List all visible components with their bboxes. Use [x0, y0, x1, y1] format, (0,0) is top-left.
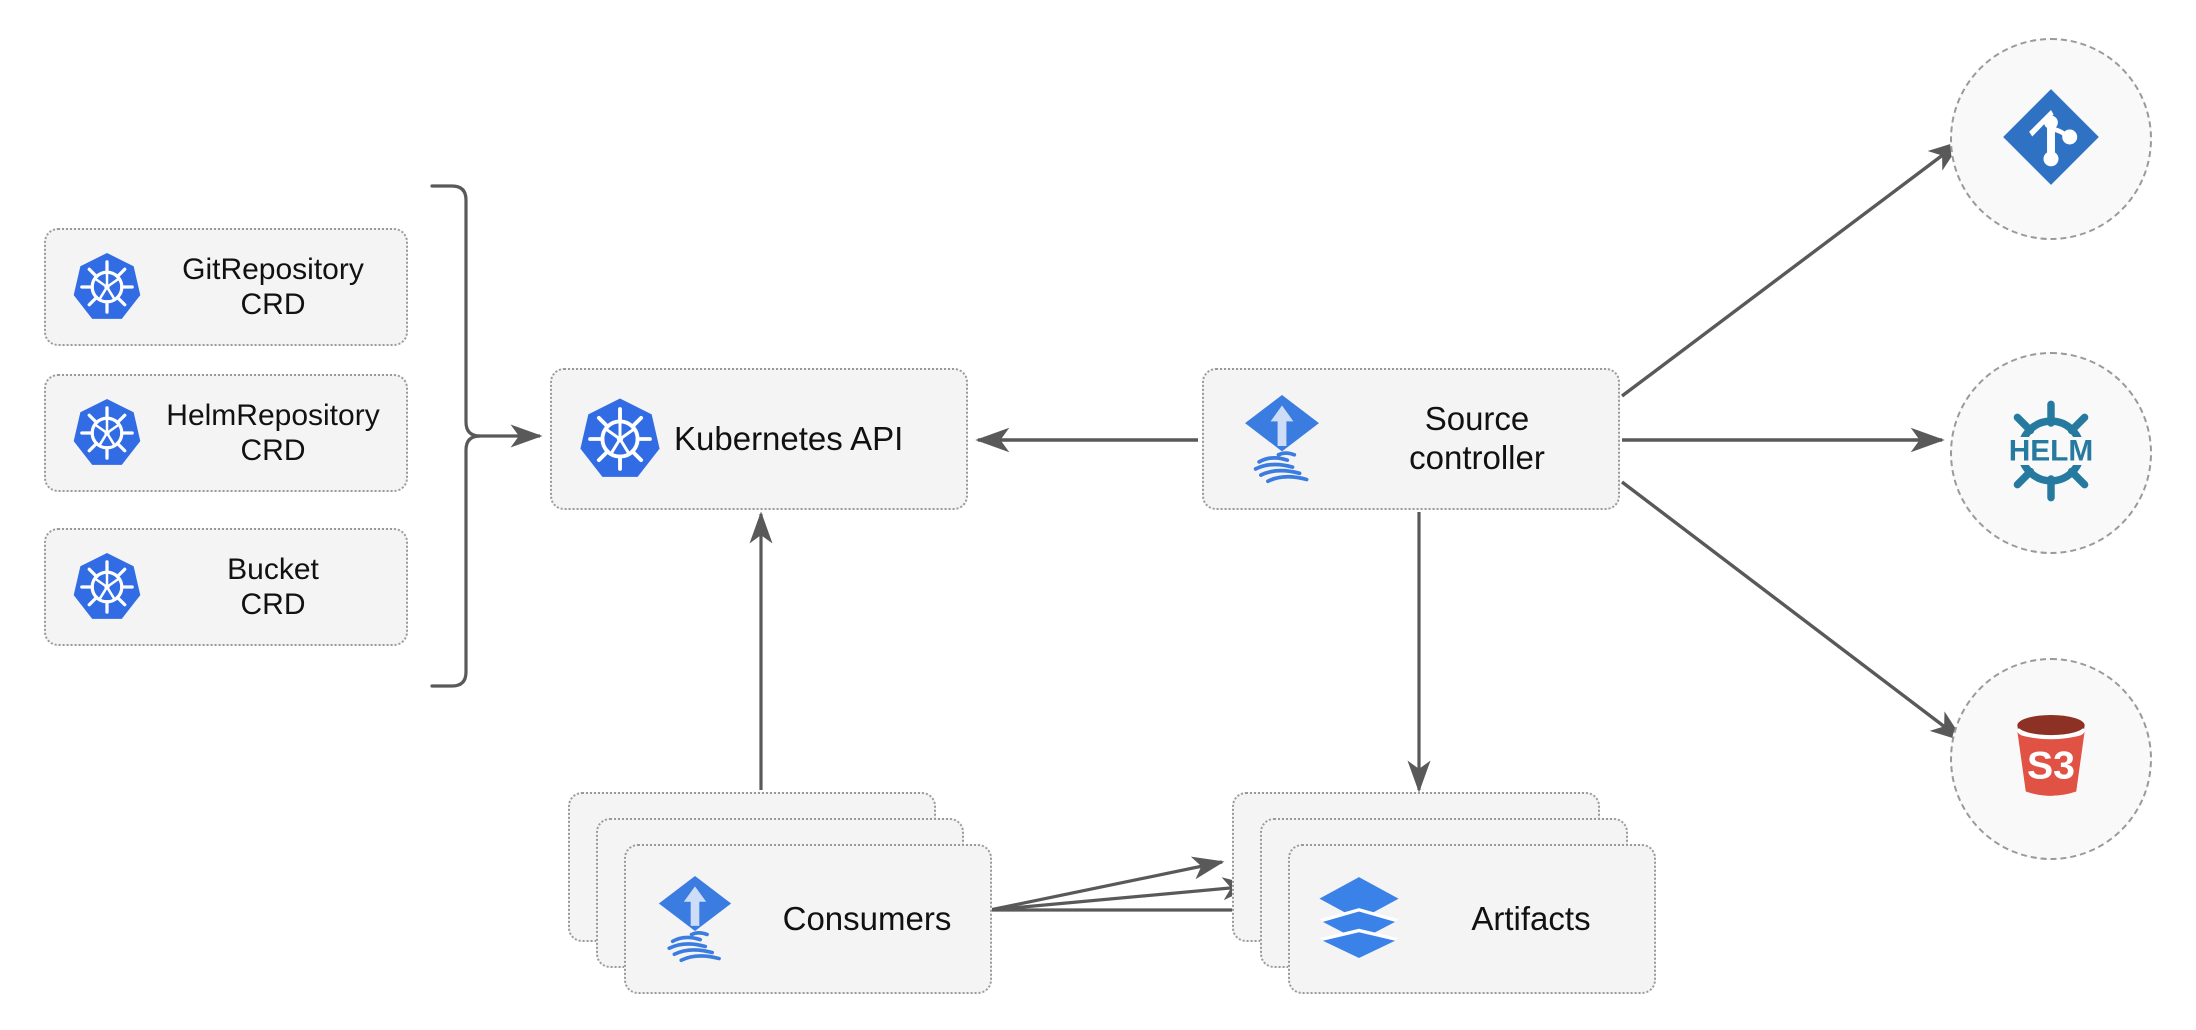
- helm-icon: HELM: [1995, 395, 2107, 512]
- crd-card-bucket[interactable]: Bucket CRD: [44, 528, 408, 646]
- edge-consumers-to-artifacts-1: [989, 856, 1225, 912]
- crd-label: HelmRepository CRD: [166, 398, 380, 467]
- crd-card-helmrepository[interactable]: HelmRepository CRD: [44, 374, 408, 492]
- layers-icon: [1316, 872, 1402, 966]
- node-label: Kubernetes API: [674, 419, 904, 457]
- helm-wordmark: HELM: [2009, 434, 2094, 467]
- s3-wordmark: S3: [2027, 744, 2075, 787]
- endpoint-helm[interactable]: HELM: [1950, 352, 2152, 554]
- node-artifacts-stack[interactable]: Artifacts: [1232, 792, 1662, 1002]
- kubernetes-icon: [70, 396, 144, 470]
- node-kubernetes-api[interactable]: Kubernetes API: [550, 368, 968, 510]
- kubernetes-icon: [576, 395, 664, 483]
- node-source-controller[interactable]: Source controller: [1202, 368, 1620, 510]
- crd-group-bracket: [430, 184, 481, 688]
- node-label: Artifacts: [1471, 900, 1591, 937]
- edge-consumers-to-artifacts-2: [989, 877, 1255, 912]
- crd-card-gitrepository[interactable]: GitRepository CRD: [44, 228, 408, 346]
- artifacts-sheet-front[interactable]: Artifacts: [1288, 844, 1656, 994]
- endpoint-s3[interactable]: S3: [1950, 658, 2152, 860]
- edge-source-controller-to-s3: [1620, 480, 1965, 742]
- kubernetes-icon: [70, 250, 144, 324]
- kubernetes-icon: [70, 550, 144, 624]
- s3-icon: S3: [1995, 701, 2107, 818]
- git-icon: [1999, 85, 2103, 194]
- consumers-sheet-front[interactable]: Consumers: [624, 844, 992, 994]
- flux-icon: [652, 872, 738, 966]
- edge-source-controller-to-git: [1620, 140, 1963, 398]
- crd-label: GitRepository CRD: [182, 252, 364, 321]
- endpoint-git[interactable]: [1950, 38, 2152, 240]
- node-label: Source controller: [1409, 400, 1545, 476]
- flux-icon: [1238, 393, 1326, 485]
- node-label: Consumers: [782, 900, 952, 937]
- node-consumers-stack[interactable]: Consumers: [568, 792, 998, 1002]
- crd-label: Bucket CRD: [227, 552, 319, 621]
